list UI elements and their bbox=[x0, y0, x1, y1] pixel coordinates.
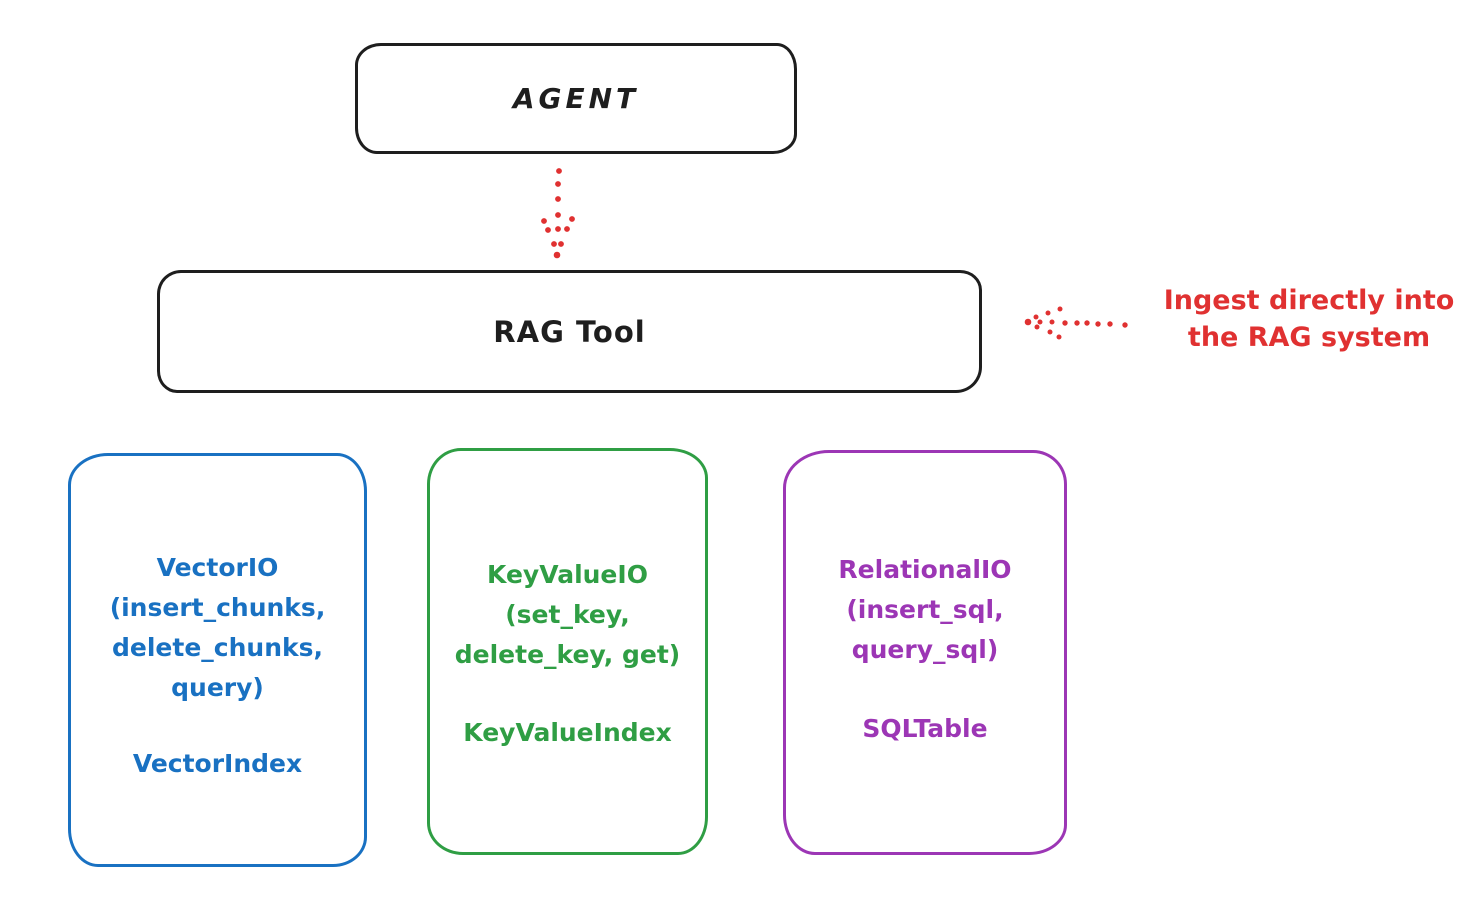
vector-io-line: (insert_chunks, bbox=[109, 593, 326, 622]
keyvalue-index-label: KeyValueIndex bbox=[463, 718, 672, 747]
vector-io-line: VectorIO bbox=[156, 553, 279, 582]
sql-table-label: SQLTable bbox=[862, 714, 988, 743]
node-rag-tool: RAG Tool bbox=[157, 270, 982, 393]
ingest-annotation-line-1: Ingest directly into bbox=[1163, 285, 1455, 316]
left-dotted-arrow bbox=[1024, 306, 1128, 340]
ingest-annotation-line-2: the RAG system bbox=[1187, 322, 1431, 353]
down-dotted-arrow bbox=[541, 168, 575, 259]
ingest-annotation: Ingest directly into the RAG system bbox=[1140, 282, 1478, 356]
keyvalue-io-line: (set_key, bbox=[505, 600, 630, 629]
rag-tool-label: RAG Tool bbox=[493, 314, 646, 349]
relational-io-line: RelationalIO bbox=[838, 555, 1012, 584]
vector-io-line: query) bbox=[171, 673, 264, 702]
node-agent: AGENT bbox=[355, 43, 797, 154]
vector-io-line: delete_chunks, bbox=[112, 633, 323, 662]
node-vector-io: VectorIO (insert_chunks, delete_chunks, … bbox=[68, 453, 367, 867]
agent-label: AGENT bbox=[512, 82, 640, 115]
vector-index-label: VectorIndex bbox=[132, 749, 303, 778]
node-relational-io: RelationalIO (insert_sql, query_sql) SQL… bbox=[783, 450, 1067, 855]
keyvalue-io-line: delete_key, get) bbox=[454, 640, 681, 669]
keyvalue-io-line: KeyValueIO bbox=[487, 560, 648, 589]
relational-io-line: query_sql) bbox=[851, 635, 999, 664]
relational-io-line: (insert_sql, bbox=[846, 595, 1004, 624]
node-keyvalue-io: KeyValueIO (set_key, delete_key, get) Ke… bbox=[427, 448, 708, 855]
